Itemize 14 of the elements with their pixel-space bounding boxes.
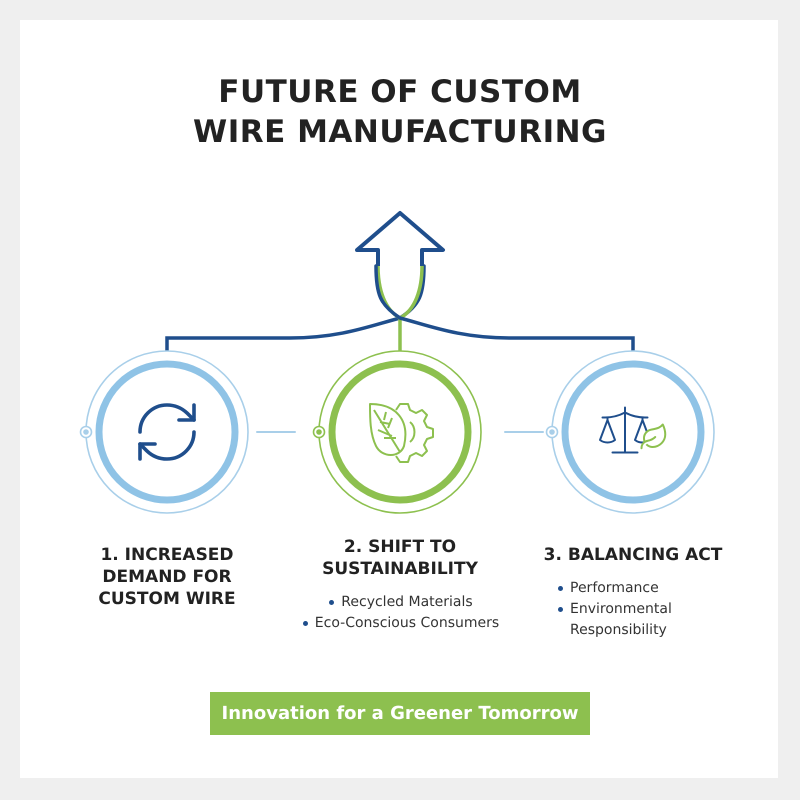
bullet-item: Recycled Materials <box>327 592 473 613</box>
connector-line <box>256 431 296 433</box>
slogan-banner: Innovation for a Greener Tomorrow <box>210 692 590 735</box>
step-heading: 2. SHIFT TO SUSTAINABILITY <box>321 536 479 580</box>
wire-line <box>165 264 426 352</box>
wire-line <box>374 264 635 352</box>
bullet-item: Eco-Conscious Consumers <box>300 613 500 634</box>
bullet-item: Environmental Responsibility <box>556 599 710 641</box>
step-heading: 1. INCREASED DEMAND FOR CUSTOM WIRE <box>97 544 237 610</box>
step-heading: 3. BALANCING ACT <box>544 544 722 566</box>
title: FUTURE OF CUSTOM WIRE MANUFACTURING <box>192 73 608 152</box>
wire-line <box>376 264 424 352</box>
connector-line <box>504 431 544 433</box>
bullet-item: Performance <box>556 578 659 599</box>
